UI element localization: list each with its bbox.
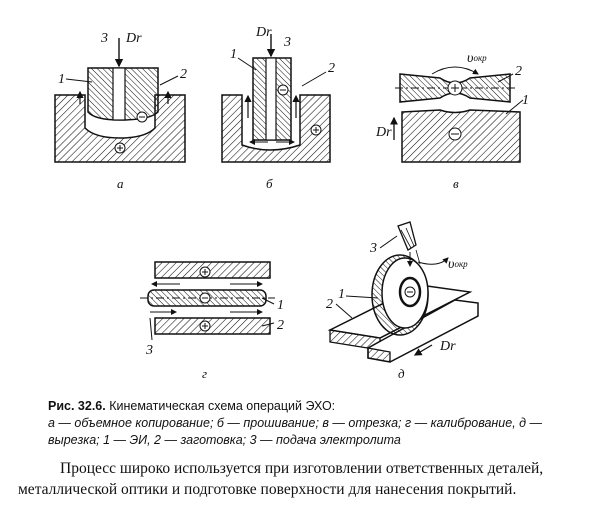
panel-d: 3 υокр 1 2 Dr д bbox=[326, 221, 479, 381]
caption-legend: а — объемное копирование; б — прошивание… bbox=[48, 416, 543, 447]
panel-b-label-3: 3 bbox=[283, 35, 291, 50]
panel-a-caption: а bbox=[117, 176, 124, 191]
panel-b-label-2: 2 bbox=[328, 61, 335, 76]
panel-a: 3 Dr 1 2 а bbox=[54, 31, 187, 191]
caption-heading: Кинематическая схема операций ЭХО: bbox=[109, 399, 336, 413]
panel-v-caption: в bbox=[453, 176, 459, 191]
panel-d-label-2: 2 bbox=[326, 297, 333, 312]
panel-v-tool-label: Dr bbox=[375, 125, 392, 140]
panel-d-tool-label: Dr bbox=[439, 339, 456, 354]
panel-a-label-2: 2 bbox=[180, 67, 187, 82]
panel-b-tool-label: Dr bbox=[255, 25, 272, 40]
panel-g-label-3: 3 bbox=[145, 343, 153, 358]
figure-caption: Рис. 32.6. Кинематическая схема операций… bbox=[48, 398, 578, 449]
panel-a-tool-label: Dr bbox=[125, 31, 142, 46]
panel-v-label-1: 1 bbox=[522, 93, 529, 108]
panel-v-speed: υокр bbox=[467, 51, 487, 66]
panel-a-label-3: 3 bbox=[100, 31, 108, 46]
panel-a-label-1: 1 bbox=[58, 72, 65, 87]
panel-g-caption: г bbox=[202, 366, 207, 381]
panel-d-caption: д bbox=[398, 366, 405, 381]
kinematic-diagram-figure: 3 Dr 1 2 а Dr 3 1 2 б bbox=[54, 25, 529, 381]
panel-d-label-1: 1 bbox=[338, 287, 345, 302]
panel-v: υокр 2 1 Dr в bbox=[375, 51, 529, 191]
body-paragraph: Процесс широко используется при изготовл… bbox=[18, 460, 544, 498]
panel-g-label-1: 1 bbox=[277, 298, 284, 313]
panel-b: Dr 3 1 2 б bbox=[221, 25, 335, 191]
panel-g-label-2: 2 bbox=[277, 318, 284, 333]
panel-d-label-3: 3 bbox=[369, 241, 377, 256]
panel-b-label-1: 1 bbox=[230, 47, 237, 62]
panel-b-caption: б bbox=[266, 176, 273, 191]
caption-title: Рис. 32.6. bbox=[48, 399, 106, 413]
panel-v-label-2: 2 bbox=[515, 64, 522, 79]
panel-g: 1 2 3 г bbox=[140, 261, 284, 381]
panel-d-speed: υокр bbox=[448, 257, 468, 272]
